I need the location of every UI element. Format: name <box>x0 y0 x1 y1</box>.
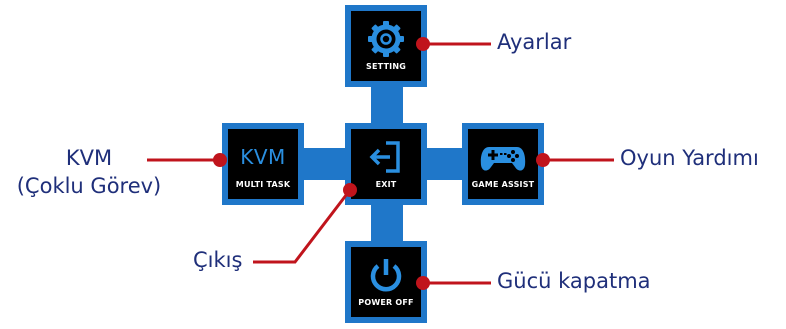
callout-kvm: KVM (Çoklu Görev) <box>4 146 174 199</box>
marker-dot-power-off <box>416 276 430 290</box>
leader-line-exit <box>253 189 352 264</box>
marker-dot-setting <box>416 37 430 51</box>
marker-dot-exit <box>343 183 357 197</box>
game-assist-button[interactable]: GAME ASSIST <box>462 123 544 205</box>
setting-tile-face: SETTING <box>351 11 421 81</box>
game-assist-label: GAME ASSIST <box>471 180 535 189</box>
exit-label: EXIT <box>375 180 397 189</box>
setting-button[interactable]: SETTING <box>345 5 427 87</box>
gear-icon <box>356 19 416 59</box>
marker-dot-game-assist <box>536 153 550 167</box>
kvm-icon: KVM <box>233 137 293 177</box>
callout-kvm-line2: (Çoklu Görev) <box>16 174 162 199</box>
callout-kvm-line1: KVM <box>65 146 113 170</box>
callout-exit: Çıkış <box>193 248 243 272</box>
multi-task-label: MULTI TASK <box>235 180 291 189</box>
multi-task-button[interactable]: KVM MULTI TASK <box>222 123 304 205</box>
power-off-tile-face: POWER OFF <box>351 247 421 317</box>
kvm-icon-text: KVM <box>240 145 286 169</box>
power-off-button[interactable]: POWER OFF <box>345 241 427 323</box>
callout-setting: Ayarlar <box>497 30 572 54</box>
game-assist-tile-face: GAME ASSIST <box>468 129 538 199</box>
multi-task-tile-face: KVM MULTI TASK <box>228 129 298 199</box>
exit-button[interactable]: EXIT <box>345 123 427 205</box>
exit-tile-face: EXIT <box>351 129 421 199</box>
callout-power-off: Gücü kapatma <box>497 269 651 293</box>
gamepad-icon <box>473 137 533 177</box>
power-icon <box>356 255 416 295</box>
marker-dot-kvm <box>213 153 227 167</box>
setting-label: SETTING <box>366 62 406 71</box>
exit-icon <box>356 137 416 177</box>
power-off-label: POWER OFF <box>358 298 414 307</box>
callout-game-assist: Oyun Yardımı <box>620 146 759 170</box>
